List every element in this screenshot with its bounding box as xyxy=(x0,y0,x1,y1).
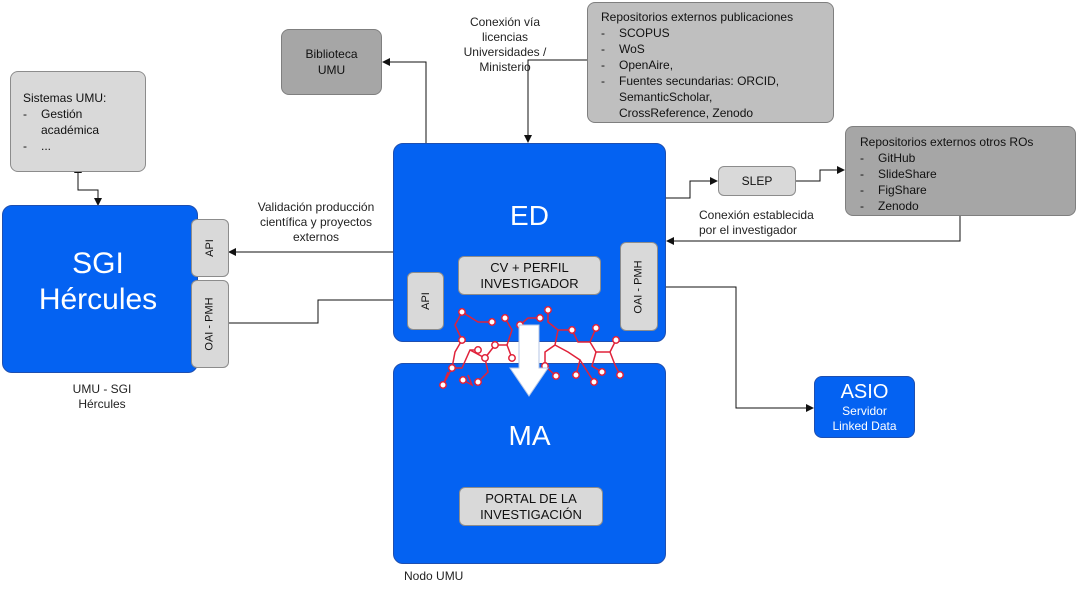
validacion-label: Validación producción científica y proye… xyxy=(240,200,392,245)
sgi-title: SGI xyxy=(72,247,124,280)
asio-title: ASIO xyxy=(840,381,889,403)
repos-otros-list: -GitHub -SlideShare -FigShare -Zenodo xyxy=(860,151,937,213)
asio-line: Linked Data xyxy=(832,419,897,433)
asio-box: ASIO Servidor Linked Data xyxy=(814,376,915,438)
portal-line: PORTAL DE LA xyxy=(485,490,577,506)
label-line: por el investigador xyxy=(699,223,798,237)
repos-otros-title: Repositorios externos otros ROs xyxy=(860,135,1034,149)
label-line: externos xyxy=(292,230,340,244)
list-item: Zenodo xyxy=(878,199,919,213)
oai-api-connector xyxy=(229,296,406,324)
label-line: licencias xyxy=(481,30,529,44)
label-line: Conexión establecida xyxy=(699,208,814,222)
label-line: Universidades / xyxy=(463,45,547,59)
slep-label: SLEP xyxy=(741,174,773,188)
label-line: Conexión vía xyxy=(469,15,541,29)
sgi-api-port: API xyxy=(191,219,229,277)
caption-line: UMU - SGI xyxy=(72,382,132,396)
sistemas-sgi-connector xyxy=(74,165,102,206)
repos-publicaciones-title: Repositorios externos publicaciones xyxy=(601,10,794,24)
ma-box: MA xyxy=(393,363,666,564)
biblioteca-line2: UMU xyxy=(317,63,346,77)
list-item: GitHub xyxy=(878,151,916,165)
caption-line: Hércules xyxy=(78,397,126,411)
cv-line: CV + PERFIL xyxy=(490,259,569,275)
portal-box: PORTAL DE LA INVESTIGACIÓN xyxy=(459,487,603,526)
ed-slep-connector xyxy=(666,177,718,199)
sgi-hercules-box: SGI Hércules xyxy=(2,205,198,373)
oai-asio-connector xyxy=(658,286,814,412)
cv-perfil-box: CV + PERFIL INVESTIGADOR xyxy=(458,256,601,295)
list-item: OpenAire, xyxy=(619,58,674,72)
slep-repos-connector xyxy=(796,166,845,182)
conexion-investigador-label: Conexión establecida por el investigador xyxy=(699,208,839,238)
list-item: Fuentes secundarias: ORCID, xyxy=(619,74,780,88)
sgi-caption: UMU - SGI Hércules xyxy=(50,382,154,412)
label-line: Ministerio xyxy=(479,60,531,74)
portal-line: INVESTIGACIÓN xyxy=(480,506,582,522)
asio-line: Servidor xyxy=(842,404,887,418)
cv-line: INVESTIGADOR xyxy=(480,275,579,291)
ed-title: ED xyxy=(510,200,549,231)
label-line: científica y proyectos xyxy=(259,215,373,229)
sistemas-item: académica xyxy=(41,123,100,137)
ed-api-port: API xyxy=(407,272,444,330)
list-item-continuation: SemanticScholar, xyxy=(619,90,713,104)
list-item: WoS xyxy=(619,42,645,56)
ed-oai-port: OAI - PMH xyxy=(620,242,658,331)
sistemas-item: ... xyxy=(41,139,52,153)
conexion-licencias-label: Conexión vía licencias Universidades / M… xyxy=(440,15,570,75)
label-line: Validación producción xyxy=(257,200,375,214)
list-item: FigShare xyxy=(878,183,927,197)
sistemas-umu-box: Sistemas UMU: -Gestión académica -... xyxy=(10,71,146,172)
repos-otros-box: Repositorios externos otros ROs -GitHub … xyxy=(845,126,1076,216)
slep-box: SLEP xyxy=(718,166,796,196)
list-item-continuation: CrossReference, Zenodo xyxy=(619,106,754,120)
repos-publicaciones-list: -SCOPUS -WoS -OpenAire, -Fuentes secunda… xyxy=(601,25,833,121)
sgi-title: Hércules xyxy=(38,283,158,316)
list-item: SCOPUS xyxy=(619,26,670,40)
biblioteca-line1: Biblioteca xyxy=(305,47,358,61)
biblioteca-box: Biblioteca UMU xyxy=(281,29,382,95)
nodo-caption: Nodo UMU xyxy=(404,569,464,583)
sistemas-item: Gestión xyxy=(41,107,83,121)
sistemas-title: Sistemas UMU: xyxy=(23,91,107,105)
repos-ed-connector xyxy=(666,216,961,245)
repos-publicaciones-box: Repositorios externos publicaciones -SCO… xyxy=(587,2,834,123)
sgi-oai-port: OAI - PMH xyxy=(191,280,229,368)
list-item: SlideShare xyxy=(878,167,937,181)
ed-to-ma-arrow xyxy=(509,324,549,397)
ma-title: MA xyxy=(508,420,551,451)
publicaciones-ed-connector xyxy=(524,59,588,143)
